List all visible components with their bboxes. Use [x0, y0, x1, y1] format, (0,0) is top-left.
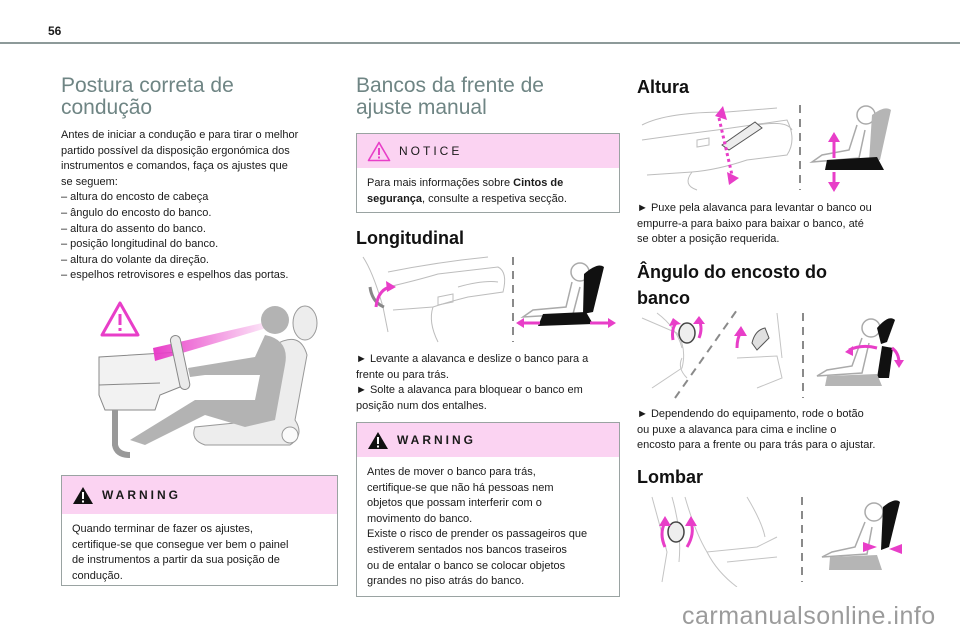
- warning-text: Quando terminar de fazer os ajustes, cer…: [62, 514, 337, 590]
- warning-header: WARNING: [62, 476, 337, 514]
- instruction-step: ► Dependendo do equipamento, rode o botã…: [637, 408, 864, 420]
- text-line: frente ou para trás.: [356, 368, 449, 381]
- title-line: condução: [61, 96, 153, 119]
- list-item: – altura do encosto de cabeça: [61, 191, 209, 204]
- text-line: empurre-a para baixo para baixar o banco…: [637, 217, 864, 230]
- text-line: Antes de mover o banco para trás,: [367, 466, 536, 478]
- text-line: segurança, consulte a respetiva secção.: [367, 192, 609, 208]
- heading-longitudinal: Longitudinal: [356, 228, 464, 248]
- list-item: – ângulo do encosto do banco.: [61, 206, 212, 219]
- section-title-bancos: Bancos da frente de ajuste manual: [356, 75, 544, 119]
- top-rule: [0, 42, 960, 44]
- warning-text: Antes de mover o banco para trás, certif…: [357, 457, 619, 596]
- watermark: carmanualsonline.info: [682, 602, 936, 630]
- warning-label: WARNING: [397, 433, 476, 447]
- height-adjust-illustration: [641, 105, 891, 192]
- list-item: – altura do volante da direção.: [61, 253, 209, 266]
- list-item: – espelhos retrovisores e espelhos das p…: [61, 269, 289, 282]
- text-span: , consulte a respetiva secção.: [422, 192, 567, 205]
- longitudinal-adjust-illustration: [362, 256, 616, 343]
- instruction-step: ► Puxe pela alavanca para levantar o ban…: [637, 202, 872, 214]
- heading-lombar: Lombar: [637, 467, 704, 487]
- instruction-step: ► Solte a alavanca para bloquear o banco…: [356, 384, 583, 397]
- page-number: 56: [48, 24, 62, 38]
- text-line: ou de entalar o banco se colocar objetos: [367, 559, 566, 572]
- seatbelts-link-text: segurança: [367, 192, 423, 205]
- list-item: – altura do assento do banco.: [61, 222, 206, 235]
- heading-line: Ângulo do encosto do: [637, 262, 827, 282]
- list-item: – posição longitudinal do banco.: [61, 238, 219, 251]
- title-line: ajuste manual: [356, 96, 487, 119]
- text-line: ou puxe a alavanca para cima e incline o: [637, 423, 837, 436]
- lumbar-adjust-illustration: [651, 496, 902, 587]
- notice-header: NOTICE: [357, 134, 619, 168]
- warning-triangle-icon: [73, 486, 93, 504]
- heading-line: banco: [637, 288, 691, 308]
- text-line: Existe o risco de prender os passageiros…: [367, 528, 588, 541]
- text-line: certifique-se que não há pessoas nem: [367, 481, 554, 494]
- warning-label: WARNING: [102, 488, 181, 502]
- backrest-angle-illustration: [641, 309, 904, 399]
- warning-triangle-icon: [368, 431, 388, 449]
- text-line: Antes de iniciar a condução e para tirar…: [61, 129, 299, 141]
- heading-angulo: Ângulo do encosto do banco: [637, 259, 827, 311]
- text-line: posição num dos entalhes.: [356, 399, 487, 412]
- notice-box: NOTICE Para mais informações sobre Cinto…: [356, 133, 620, 213]
- text-line: se seguem:: [61, 175, 118, 188]
- text-line: grandes no piso atrás do banco.: [367, 575, 525, 588]
- warning-triangle-icon: [100, 301, 140, 337]
- section-title-postura: Postura correta de condução: [61, 75, 234, 119]
- text-line: Quando terminar de fazer os ajustes,: [72, 523, 253, 535]
- altura-instructions: ► Puxe pela alavanca para levantar o ban…: [637, 201, 872, 248]
- text-line: estiverem sentados nos bancos traseiros: [367, 543, 567, 556]
- text-line: Para mais informações sobre Cintos de: [367, 176, 609, 192]
- notice-triangle-icon: [367, 141, 391, 161]
- notice-label: NOTICE: [399, 144, 463, 158]
- angulo-instructions: ► Dependendo do equipamento, rode o botã…: [637, 407, 875, 454]
- text-line: certifique-se que consegue ver bem o pai…: [72, 538, 289, 551]
- title-line: Bancos da frente de: [356, 74, 544, 97]
- heading-altura: Altura: [637, 77, 690, 97]
- text-line: condução.: [72, 569, 123, 582]
- text-line: se obter a posição requerida.: [637, 233, 780, 246]
- text-line: de instrumentos a partir da sua posição …: [72, 554, 280, 567]
- intro-paragraph: Antes de iniciar a condução e para tirar…: [61, 128, 298, 284]
- text-line: instrumentos e comandos, faça os ajustes…: [61, 160, 288, 173]
- notice-text: Para mais informações sobre Cintos de se…: [357, 168, 619, 213]
- warning-box: WARNING Antes de mover o banco para trás…: [356, 422, 620, 597]
- driver-posture-illustration: [98, 301, 318, 458]
- warning-header: WARNING: [357, 423, 619, 457]
- text-line: encosto para a frente ou para trás para …: [637, 439, 876, 452]
- text-line: partido possível da disposição ergonómic…: [61, 144, 290, 157]
- longitudinal-instructions: ► Levante a alavanca e deslize o banco p…: [356, 352, 588, 414]
- seatbelts-link-text: Cintos de: [513, 177, 564, 189]
- text-line: objetos que possam interferir com o: [367, 497, 542, 510]
- warning-box: WARNING Quando terminar de fazer os ajus…: [61, 475, 338, 586]
- title-line: Postura correta de: [61, 74, 234, 97]
- instruction-step: ► Levante a alavanca e deslize o banco p…: [356, 353, 589, 365]
- text-span: Para mais informações sobre: [367, 177, 514, 189]
- text-line: movimento do banco.: [367, 512, 473, 525]
